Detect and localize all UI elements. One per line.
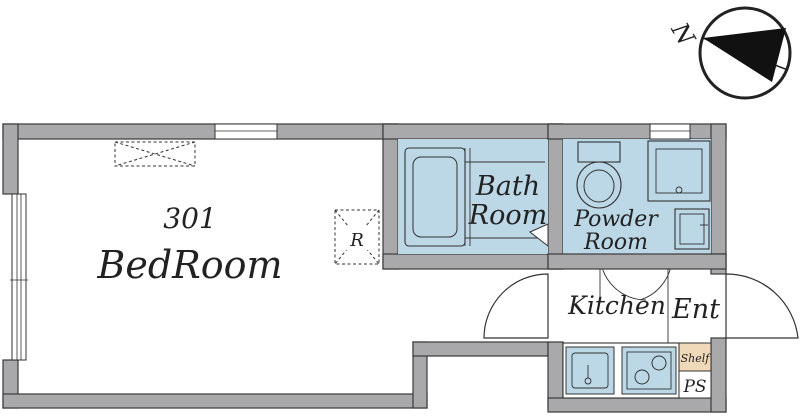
- kitchen-label: Kitchen: [567, 291, 666, 320]
- bedroom-label: BedRoom: [96, 243, 282, 287]
- bath-label-line2: Room: [468, 200, 547, 231]
- powder-wall-right: [710, 123, 727, 270]
- powder-wall-top: [547, 123, 727, 140]
- air-conditioner: [114, 141, 196, 167]
- wall-under-powder: [547, 253, 727, 270]
- compass-needle: [703, 28, 786, 82]
- bedroom-top-window: [214, 123, 278, 140]
- shelf: [678, 342, 712, 372]
- powder-label-line1: Powder: [573, 207, 659, 232]
- bathroom: Bath Room: [382, 123, 564, 270]
- wall-left-upper: [2, 123, 19, 195]
- pipe-space: [678, 370, 712, 399]
- bath-wall-top: [382, 123, 564, 140]
- refrigerator-space: R: [334, 209, 380, 265]
- bath-door: [529, 223, 549, 248]
- wall-bedroom-right: [382, 123, 399, 270]
- bedroom-walls: [2, 123, 564, 409]
- toilet-tank: [577, 141, 621, 163]
- refrigerator-label: R: [349, 230, 364, 251]
- entrance-label: Ent: [671, 294, 720, 325]
- wall-top: [2, 123, 399, 140]
- ps-label: PS: [682, 377, 706, 397]
- bath-label-line1: Bath: [475, 171, 540, 202]
- wall-step-horizontal: [412, 341, 549, 357]
- powder-label-line2: Room: [583, 230, 648, 255]
- bath-wall-right: [547, 123, 564, 270]
- powder-window: [649, 123, 691, 140]
- ent-wall-lower-right: [710, 337, 727, 413]
- bedroom-door-swing: [483, 273, 549, 339]
- unit-number: 301: [163, 202, 216, 235]
- entrance-door-swing: [725, 273, 799, 339]
- bedroom-left-window: [10, 193, 28, 361]
- wall-under-bath: [382, 253, 564, 270]
- compass-north-label: N: [665, 17, 701, 51]
- shelf-label: Shelf: [681, 352, 712, 365]
- compass: N: [665, 6, 792, 100]
- wall-bottom-left: [2, 393, 428, 409]
- bathtub-inner: [412, 156, 458, 238]
- kitchen-area: Shelf PS Kitchen Ent: [483, 253, 799, 413]
- kitchen-wall-bottom: [547, 397, 727, 413]
- powder-room: Powder Room: [547, 123, 727, 301]
